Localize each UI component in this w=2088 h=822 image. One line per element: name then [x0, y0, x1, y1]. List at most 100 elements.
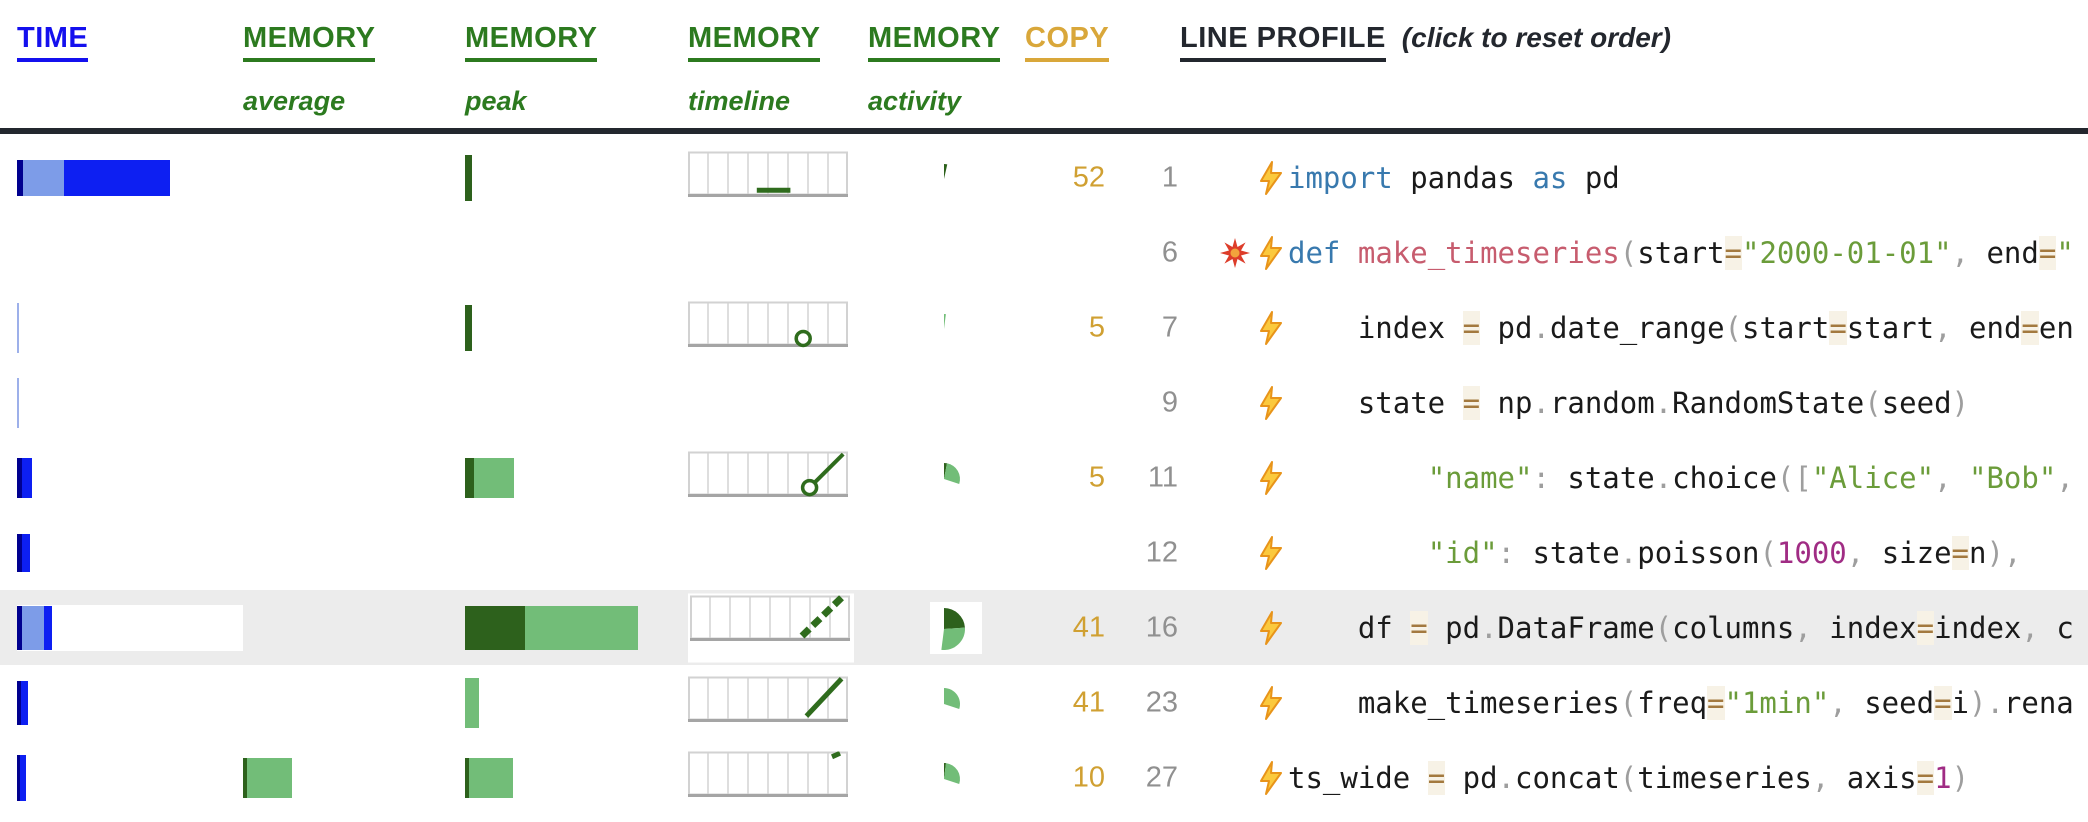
code-token: = [1916, 610, 1935, 645]
memory-timeline-sparkline [688, 750, 848, 797]
code-token: start [1846, 310, 1935, 345]
bar-container [465, 757, 513, 798]
code-token: pandas [1392, 160, 1533, 195]
code-token: as [1532, 160, 1568, 195]
code-token: np [1480, 385, 1533, 420]
column-header-copy[interactable]: COPY [1025, 22, 1110, 62]
code-token: pd [1427, 610, 1481, 645]
code-token: i [1951, 685, 1969, 720]
bar-segment [17, 605, 22, 650]
code-line: index = pd.date_range(start=start, end=e… [1288, 310, 2074, 345]
time-bar [17, 159, 170, 196]
line-number: 12 [1145, 536, 1178, 568]
code-token: . [1532, 310, 1550, 345]
line-number: 7 [1161, 311, 1178, 343]
code-token: make_timeseries [1357, 235, 1620, 270]
bar-container [17, 377, 19, 428]
code-token [1952, 461, 1969, 495]
subheader-activity[interactable]: activity [868, 86, 962, 116]
bar-segment [17, 302, 19, 353]
memory-activity-pie [944, 762, 960, 784]
line-number: 6 [1161, 236, 1178, 268]
memory-activity-pie [930, 601, 982, 654]
time-bar [17, 604, 243, 651]
timeline-wrap [688, 451, 848, 504]
memory-peak-bar [465, 457, 514, 498]
code-token: state [1549, 460, 1655, 495]
code-token: index [1811, 610, 1917, 645]
code-token: 1000 [1776, 535, 1847, 570]
code-token: . [1480, 610, 1498, 645]
code-token: ). [1969, 685, 2004, 720]
timeline-cell [688, 451, 848, 504]
line-icons [1258, 535, 1284, 570]
code-token: make_timeseries [1288, 685, 1620, 720]
bar-segment [17, 377, 19, 428]
lightning-icon [1260, 535, 1282, 570]
column-header-memory-peak[interactable]: MEMORY [465, 22, 598, 62]
bar-container [17, 680, 28, 725]
code-token: "Bob" [1969, 460, 2057, 495]
code-token: ts_wide [1288, 760, 1428, 795]
line-number: 16 [1145, 611, 1178, 643]
timeline-wrap [688, 151, 848, 204]
memory-activity-pie [944, 687, 960, 709]
code-token: ), [1986, 535, 2022, 570]
profile-row-line-12: 12 "id": state.poisson(1000, size=n), [0, 515, 2088, 590]
memory-activity-pie [944, 462, 960, 484]
column-header-memory-activity[interactable]: MEMORY [868, 22, 1001, 62]
copy-count: 41 [1072, 686, 1105, 718]
lightning-icon [1260, 235, 1282, 270]
bar-container [17, 457, 32, 498]
bar-segment [465, 457, 474, 498]
code-token: pd [1445, 760, 1498, 795]
code-token: state [1515, 535, 1620, 570]
bar-segment [20, 754, 26, 801]
code-token: n [1969, 535, 1987, 570]
timeline-cell [688, 593, 854, 662]
subheader-peak[interactable]: peak [465, 86, 527, 116]
subheader-average[interactable]: average [243, 86, 346, 116]
copy-count: 41 [1072, 611, 1105, 643]
code-token: pd [1480, 310, 1533, 345]
code-token: start [1742, 310, 1830, 345]
code-token: = [2021, 310, 2039, 345]
code-token: ([ [1776, 460, 1812, 495]
code-token: concat [1515, 760, 1620, 795]
column-header-time[interactable]: TIME [17, 22, 89, 62]
code-line: "id": state.poisson(1000, size=n), [1288, 535, 2022, 570]
code-token: , [1934, 460, 1952, 495]
activity-cell [930, 450, 982, 506]
code-token: ( [1654, 610, 1673, 645]
line-icons [1258, 160, 1284, 195]
column-header-memory-average[interactable]: MEMORY [243, 22, 376, 62]
code-token: = [1427, 760, 1446, 795]
code-token: c [2038, 610, 2074, 645]
profile-row-line-6: 6 def make_timeseries(start="2000-01-01",… [0, 215, 2088, 290]
explosion-icon [1220, 237, 1250, 268]
code-line: import pandas as pd [1288, 161, 1620, 195]
line-number: 11 [1147, 461, 1178, 493]
timeline-cell [688, 750, 848, 804]
code-token: = [1462, 310, 1481, 345]
timeline-cell [688, 301, 848, 354]
code-token: date_range [1549, 310, 1725, 345]
code-token: seed [1846, 685, 1935, 720]
column-header-line-profile[interactable]: LINE PROFILE(click to reset order) [1180, 22, 1671, 62]
column-header-memory-timeline[interactable]: MEMORY [688, 22, 821, 62]
code-token: ) [1951, 385, 1970, 420]
code-token: . [1497, 760, 1516, 795]
line-icons [1258, 760, 1284, 795]
copy-count: 10 [1072, 761, 1105, 793]
bar-segment [474, 457, 514, 498]
code-token: ( [1619, 685, 1638, 720]
code-line: def make_timeseries(start="2000-01-01", … [1288, 235, 2074, 270]
subheader-timeline[interactable]: timeline [688, 86, 791, 116]
memory-activity-pie [944, 163, 948, 179]
code-token: ( [1759, 535, 1777, 570]
